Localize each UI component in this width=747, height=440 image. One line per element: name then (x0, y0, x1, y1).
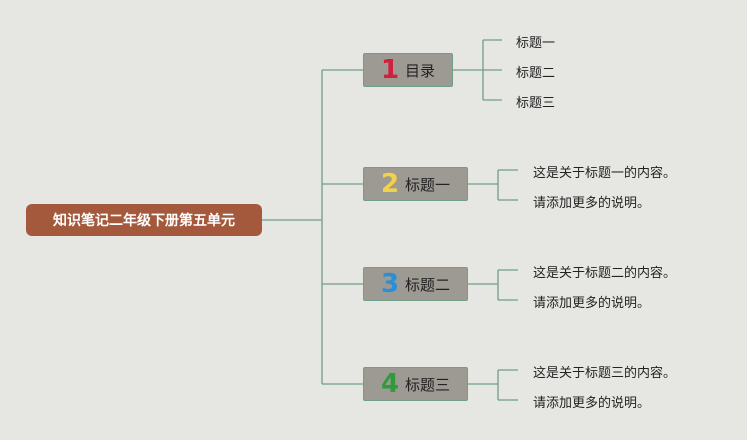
branch-label: 标题一 (405, 175, 451, 194)
branch-label: 标题三 (405, 375, 451, 394)
leaf-title-2-content[interactable]: 这是关于标题二的内容。 (533, 266, 677, 281)
leaf-toc-item-3[interactable]: 标题三 (516, 96, 556, 111)
branch-node-title-3[interactable]: 4 标题三 (363, 367, 468, 401)
number-1-icon: 1 (380, 55, 400, 85)
branch-node-toc[interactable]: 1 目录 (363, 53, 453, 87)
root-node[interactable]: 知识笔记二年级下册第五单元 (26, 204, 262, 236)
leaf-toc-item-1[interactable]: 标题一 (516, 36, 556, 51)
number-4-icon: 4 (380, 369, 400, 399)
branch-label: 目录 (405, 61, 436, 80)
leaf-toc-item-2[interactable]: 标题二 (516, 66, 556, 81)
leaf-title-3-content[interactable]: 这是关于标题三的内容。 (533, 366, 677, 381)
leaf-title-2-note[interactable]: 请添加更多的说明。 (533, 296, 651, 311)
branch-node-title-1[interactable]: 2 标题一 (363, 167, 468, 201)
leaf-title-1-note[interactable]: 请添加更多的说明。 (533, 196, 651, 211)
branch-node-title-2[interactable]: 3 标题二 (363, 267, 468, 301)
leaf-title-3-note[interactable]: 请添加更多的说明。 (533, 396, 651, 411)
branch-label: 标题二 (405, 275, 451, 294)
leaf-title-1-content[interactable]: 这是关于标题一的内容。 (533, 166, 677, 181)
number-3-icon: 3 (380, 269, 400, 299)
number-2-icon: 2 (380, 169, 400, 199)
